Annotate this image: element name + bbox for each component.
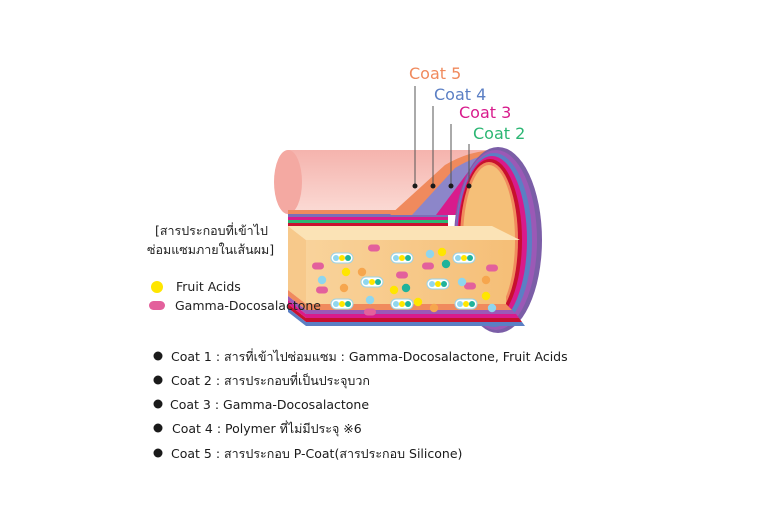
particle-dot <box>481 275 491 285</box>
coat-bands-side <box>288 210 448 226</box>
hair-left-end <box>274 150 302 214</box>
gamma-docosalactone-particle <box>368 244 380 252</box>
particle-dot <box>339 283 349 293</box>
particle-cluster <box>452 252 476 264</box>
coat5-label: Coat 5 <box>409 64 461 83</box>
gamma-docosalactone-particle <box>464 282 476 290</box>
particle-dot <box>481 291 491 301</box>
cortex-particles <box>312 244 498 316</box>
bullet <box>153 399 163 409</box>
side-caption-line1: [สารประกอบที่เข้าไป <box>155 222 268 238</box>
gamma-docosalactone-particle <box>396 271 408 279</box>
particle-dot <box>441 259 451 269</box>
coat4-dot <box>430 183 436 189</box>
side-caption: [สารประกอบที่เข้าไป ซ่อมแซมภายในเส้นผม] <box>147 222 274 257</box>
particle-dot <box>365 295 375 305</box>
coat3-label: Coat 3 <box>459 103 511 122</box>
particle-cluster <box>330 252 354 264</box>
coat-descriptions: Coat 1 : สารที่เข้าไปซ่อมแซม : Gamma-Doc… <box>153 348 568 461</box>
particle-dot <box>401 283 411 293</box>
particle-dot <box>429 303 439 313</box>
description-coat2: Coat 2 : สารประกอบที่เป็นประจุบวก <box>171 372 370 389</box>
bullet <box>153 375 163 385</box>
bullet <box>153 423 163 433</box>
fruit-acids-swatch <box>151 281 163 293</box>
particle-cluster <box>330 298 354 310</box>
particle-dot <box>413 297 423 307</box>
gamma-docosalactone-particle <box>316 286 328 294</box>
coat4-label: Coat 4 <box>434 85 486 104</box>
particle-cluster <box>454 298 478 310</box>
coat2-label: Coat 2 <box>473 124 525 143</box>
gamma-docosalactone-swatch <box>149 301 165 310</box>
gamma-docosalactone-particle <box>422 262 434 270</box>
particle-dot <box>487 303 497 313</box>
coat5-dot <box>412 183 418 189</box>
particle-cluster <box>390 252 414 264</box>
description-coat4: Coat 4 : Polymer ที่ไม่มีประจุ ※6 <box>172 420 362 437</box>
description-coat3: Coat 3 : Gamma-Docosalactone <box>170 397 369 412</box>
legend-fruit-acids: Fruit Acids <box>176 279 241 294</box>
particle-dot <box>317 275 327 285</box>
cortex-top <box>288 226 520 240</box>
particle-cluster <box>390 298 414 310</box>
description-coat5: Coat 5 : สารประกอบ P-Coat(สารประกอบ Sili… <box>171 446 462 461</box>
legend-gamma-docosalactone: Gamma-Docosalactone <box>175 298 321 313</box>
side-caption-line2: ซ่อมแซมภายในเส้นผม] <box>147 242 274 257</box>
gamma-docosalactone-particle <box>486 264 498 272</box>
particle-dot <box>457 277 467 287</box>
gamma-docosalactone-particle <box>312 262 324 270</box>
legend: Fruit Acids Gamma-Docosalactone <box>149 279 321 313</box>
cortex-left-face <box>288 226 306 304</box>
particle-dot <box>425 249 435 259</box>
bullet <box>153 351 163 361</box>
particle-dot <box>437 247 447 257</box>
bullet <box>153 448 163 458</box>
gamma-docosalactone-particle <box>364 308 376 316</box>
particle-cluster <box>426 278 450 290</box>
hair-strand <box>274 147 542 333</box>
coat-callouts: Coat 5 Coat 4 Coat 3 Coat 2 <box>409 64 525 189</box>
description-coat1: Coat 1 : สารที่เข้าไปซ่อมแซม : Gamma-Doc… <box>171 348 568 364</box>
particle-cluster <box>360 276 384 288</box>
particle-dot <box>389 285 399 295</box>
coat3-dot <box>448 183 454 189</box>
particle-dot <box>341 267 351 277</box>
particle-dot <box>357 267 367 277</box>
coat2-dot <box>466 183 472 189</box>
